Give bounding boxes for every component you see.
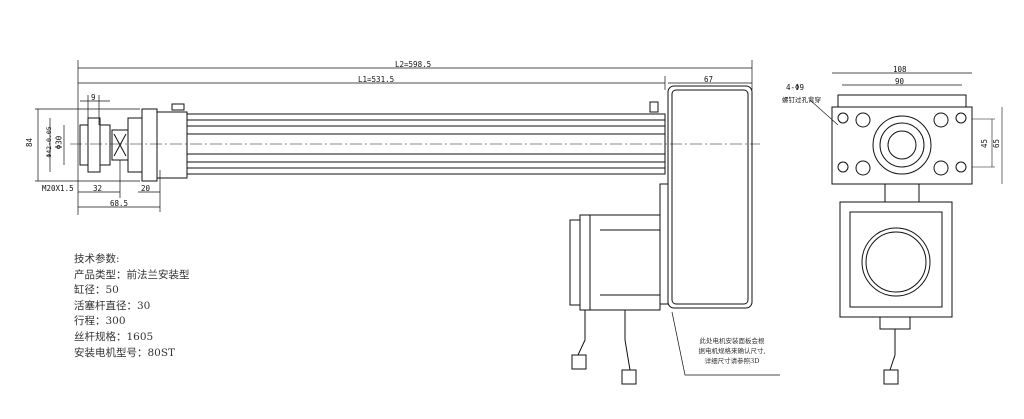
dim-42: Φ42-0.05 <box>45 126 53 158</box>
dim-thread: M20X1.5 <box>42 184 74 193</box>
side-view <box>809 72 1003 385</box>
param-item: 活塞杆直径：30 <box>74 299 151 312</box>
param-item: 产品类型：前法兰安装型 <box>74 268 190 281</box>
front-flange <box>141 108 158 182</box>
dim-45: 45 <box>980 138 990 149</box>
dim-68-5: 68.5 <box>110 199 129 208</box>
note-line: 详细尺寸请参照3D <box>704 357 760 365</box>
holes-callout: 4-Φ9 <box>786 83 805 92</box>
motor-plate-note: 此处电机安装面板会根 据电机规格来确认尺寸, 详细尺寸请参照3D <box>688 336 776 366</box>
params-title: 技术参数: <box>74 253 120 265</box>
dim-67: 67 <box>704 75 714 84</box>
dim-9: 9 <box>91 93 96 102</box>
gearbox-housing <box>667 85 753 309</box>
dim-l2: L2=598.5 <box>395 60 432 69</box>
param-item: 丝杆规格：1605 <box>74 330 154 343</box>
dim-l1: L1=531.5 <box>358 75 395 84</box>
param-item: 缸径：50 <box>74 284 119 297</box>
note-leader <box>671 311 780 376</box>
param-item: 安装电机型号：80ST <box>74 346 176 359</box>
technical-parameters: 技术参数: 产品类型：前法兰安装型 缸径：50 活塞杆直径：30 行程：300 … <box>74 252 190 361</box>
dim-84: 84 <box>25 137 35 148</box>
note-line: 据电机规格来确认尺寸, <box>698 347 766 355</box>
param-item: 行程：300 <box>74 315 126 328</box>
dim-108: 108 <box>893 65 907 74</box>
dim-65: 65 <box>992 138 1002 149</box>
dimension-lines <box>35 60 753 215</box>
dim-30: Φ30 <box>54 135 64 150</box>
rod-end <box>79 117 143 173</box>
cylinder-tube <box>186 101 666 175</box>
holes-note: 螺钉过孔背穿 <box>782 96 821 104</box>
dim-32: 32 <box>93 184 103 193</box>
dim-90: 90 <box>895 77 905 86</box>
motor <box>569 183 669 385</box>
dim-20: 20 <box>141 184 151 193</box>
end-cap <box>156 111 188 179</box>
note-line: 此处电机安装面板会根 <box>699 337 765 345</box>
